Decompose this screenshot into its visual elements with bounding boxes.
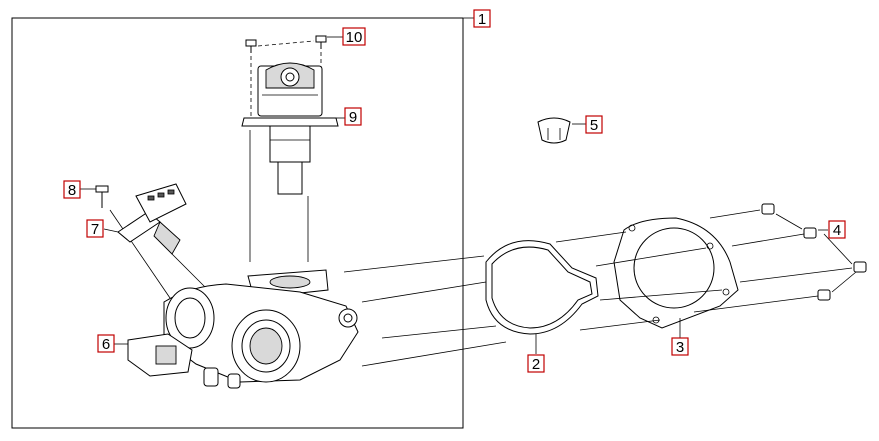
svg-text:2: 2 [532, 356, 540, 373]
assembly-frame [11, 17, 474, 429]
callout-4: 4 [828, 220, 846, 239]
callout-7: 7 [86, 219, 104, 238]
callout-9: 9 [344, 107, 362, 126]
cap-part-5 [537, 117, 586, 144]
svg-text:1: 1 [478, 11, 486, 28]
bolts-part-4 [761, 203, 867, 301]
screw-part-10 [245, 35, 343, 118]
sensor-part-7 [103, 183, 207, 289]
throttle-body [163, 269, 359, 389]
alignment-lines [343, 209, 853, 367]
svg-text:5: 5 [590, 117, 598, 134]
svg-text:7: 7 [91, 221, 99, 238]
svg-text:4: 4 [833, 222, 841, 239]
o-ring-part-2 [485, 240, 599, 354]
callout-10: 10 [342, 27, 366, 46]
screw-part-8 [80, 185, 171, 299]
gasket-plate-part-3 [613, 217, 739, 338]
callout-5: 5 [585, 115, 603, 134]
svg-text:10: 10 [346, 29, 363, 46]
svg-text:6: 6 [102, 336, 110, 353]
svg-text:9: 9 [349, 109, 357, 126]
svg-text:8: 8 [68, 182, 76, 199]
valve-guide-lines [249, 130, 309, 262]
callout-1: 1 [473, 9, 491, 28]
idle-valve-part-9 [241, 62, 345, 195]
callout-2: 2 [527, 354, 545, 373]
callout-3: 3 [671, 337, 689, 356]
svg-text:3: 3 [676, 339, 684, 356]
sensor-part-6 [114, 333, 193, 377]
callout-6: 6 [97, 334, 115, 353]
callout-8: 8 [63, 180, 81, 199]
